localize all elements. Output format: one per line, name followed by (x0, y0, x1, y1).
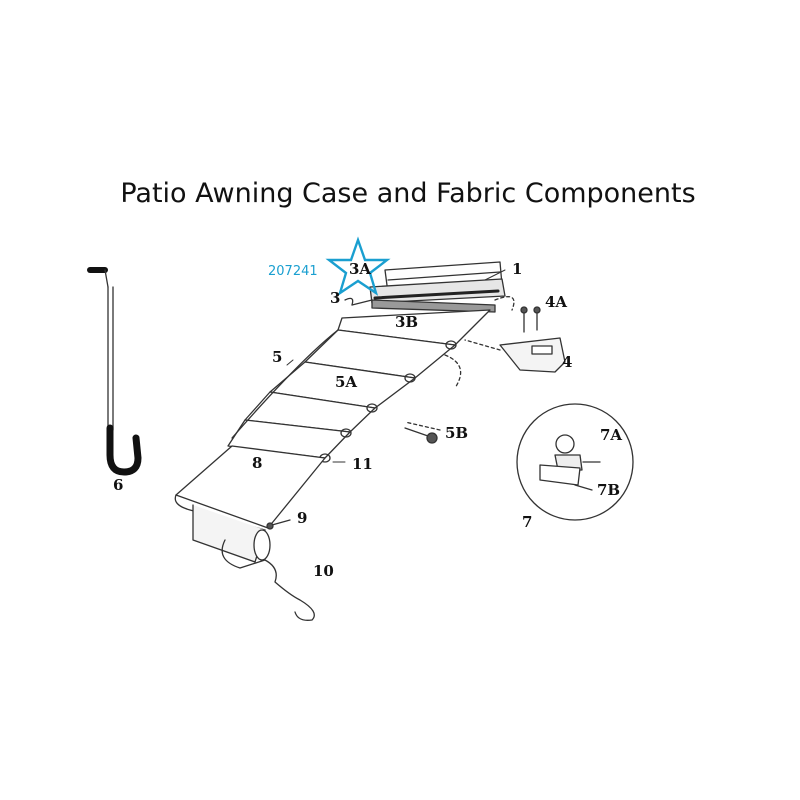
label-8: 8 (252, 454, 262, 472)
label-1: 1 (512, 260, 522, 278)
awning-fabric-panels (227, 329, 457, 463)
label-5a: 5A (335, 373, 357, 391)
label-3a: 3A (349, 260, 371, 278)
awning-rod-hook (87, 267, 142, 476)
label-3b: 3B (395, 313, 418, 331)
label-3: 3 (330, 289, 340, 307)
label-4: 4 (562, 353, 572, 371)
fabric-screw (404, 427, 438, 444)
leader-lines (286, 269, 506, 463)
label-7a: 7A (600, 426, 622, 444)
label-4a: 4A (545, 293, 567, 311)
label-10: 10 (313, 562, 334, 580)
part-number-label: 207241 (268, 264, 318, 279)
awning-case (369, 261, 506, 304)
assembly-arrows (404, 296, 515, 431)
end-bracket (499, 306, 566, 373)
label-7: 7 (522, 513, 532, 531)
label-7b: 7B (597, 481, 620, 499)
label-5: 5 (272, 348, 282, 366)
label-11: 11 (352, 455, 373, 473)
rivet (266, 519, 291, 530)
pull-strap (221, 539, 315, 621)
label-5b: 5B (445, 424, 468, 442)
label-6: 6 (113, 476, 123, 494)
detail-circle-7 (516, 403, 634, 521)
label-9: 9 (297, 509, 307, 527)
highlight-star-icon (325, 236, 391, 296)
diagram-title: Patio Awning Case and Fabric Components (120, 178, 696, 209)
roller-rail (337, 297, 496, 346)
awning-fabric-main (174, 445, 326, 563)
